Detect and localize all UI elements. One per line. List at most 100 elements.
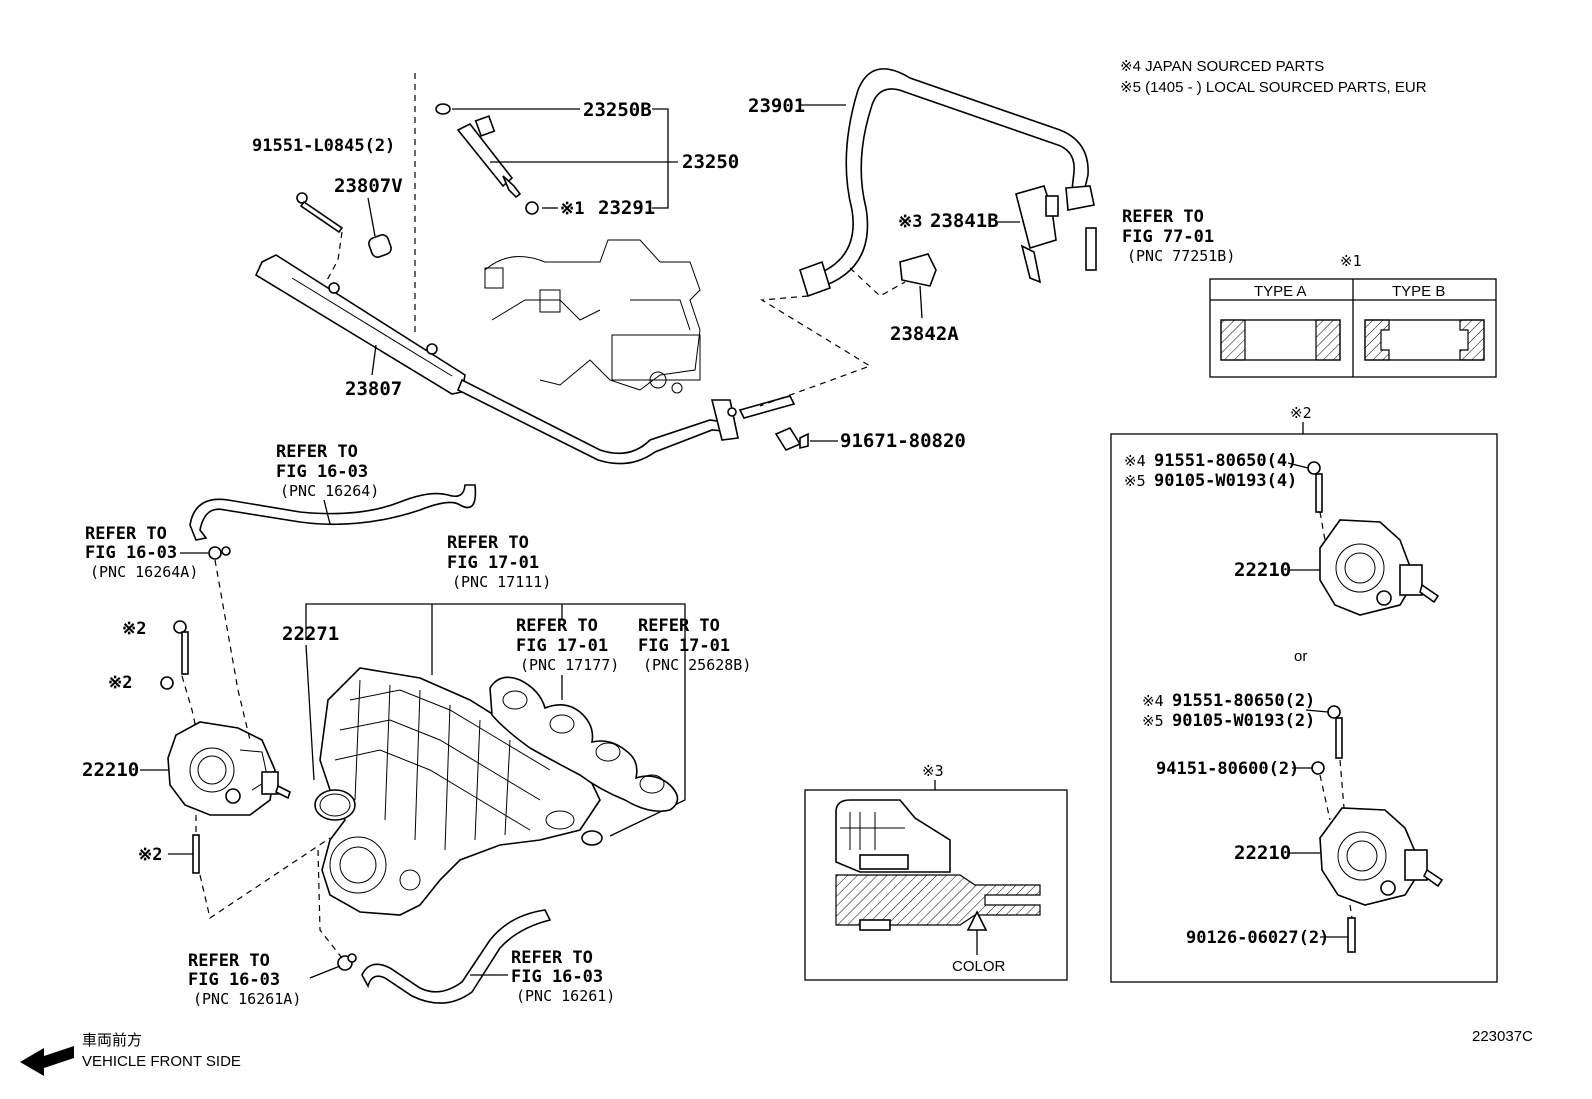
bolt2-pn5: 90105-W0193(2) <box>1172 711 1315 731</box>
label-91671-80820: 91671-80820 <box>840 430 966 452</box>
ref-17111-line2: FIG 17-01 <box>447 553 539 573</box>
injector-icon <box>456 115 522 199</box>
bottom-hose-icon <box>361 909 552 1004</box>
throttle-bolt-upper-icon <box>1307 461 1323 513</box>
ref-16261-line1: REFER TO <box>511 948 593 968</box>
ref-17177-line2: FIG 17-01 <box>516 636 608 656</box>
or-label: or <box>1294 648 1307 665</box>
ref-17177-line3: (PNC 17177) <box>520 656 619 674</box>
label-23842a: 23842A <box>890 323 959 345</box>
hose-clip-icon <box>208 546 231 560</box>
ref-16264a-line3: (PNC 16264A) <box>90 563 198 581</box>
ref-17111-line3: (PNC 17111) <box>452 573 551 591</box>
ref-16264-line2: FIG 16-03 <box>276 462 368 482</box>
ref-16261a-line3: (PNC 16261A) <box>193 990 301 1008</box>
throttle-body-left-icon <box>167 721 291 816</box>
manifold-gasket-icon <box>489 676 679 813</box>
type-a-label: TYPE A <box>1254 283 1307 300</box>
ref-17111-line1: REFER TO <box>447 533 529 553</box>
ref-16261-line3: (PNC 16261) <box>516 987 615 1005</box>
type-box: ※1 TYPE A TYPE B <box>1209 252 1497 378</box>
fuel-rail-icon <box>254 254 796 465</box>
label-mark2-bolt: ※2 <box>122 619 146 639</box>
gasket-ring-icon <box>314 789 356 821</box>
nut-pn: 94151-80600(2) <box>1156 759 1299 779</box>
bolt-91671-icon <box>774 426 809 452</box>
ref-fig77-line1: REFER TO <box>1122 207 1204 227</box>
ref-25628b-line2: FIG 17-01 <box>638 636 730 656</box>
water-hose-icon <box>189 484 477 541</box>
diagram-code: 223037C <box>1472 1028 1533 1045</box>
grommet-icon <box>525 201 539 215</box>
bolt1-pn4: 91551-80650(4) <box>1154 451 1297 471</box>
label-mark2-nut: ※2 <box>108 673 132 693</box>
ref-16261a-line1: REFER TO <box>188 951 270 971</box>
ref-fig77-line3: (PNC 77251B) <box>1127 247 1235 265</box>
label-23250b: 23250B <box>583 99 652 121</box>
throttle-body1-label: 22210 <box>1234 559 1291 581</box>
stud-icon <box>192 834 200 874</box>
type-b-label: TYPE B <box>1392 283 1445 300</box>
label-23250: 23250 <box>682 151 739 173</box>
fuel-hose-icon <box>799 68 1097 298</box>
label-91551-l0845: 91551-L0845(2) <box>252 136 395 156</box>
bolt1-mark5: ※5 <box>1124 472 1146 490</box>
label-23291: 23291 <box>598 197 655 219</box>
connector-icon <box>1015 185 1059 284</box>
vehicle-front-jp: 車両前方 <box>82 1032 142 1049</box>
color-box-mark: ※3 <box>922 762 944 780</box>
fuel-injector-group: 23250B 23250 ※1 23291 <box>435 99 739 219</box>
label-23807: 23807 <box>345 378 402 400</box>
ref-16261-line2: FIG 16-03 <box>511 967 603 987</box>
bolt2-pn4: 91551-80650(2) <box>1172 691 1315 711</box>
label-23807v: 23807V <box>334 175 403 197</box>
ref-25628b-line1: REFER TO <box>638 616 720 636</box>
label-23901: 23901 <box>748 95 805 117</box>
throttle-body2-label: 22210 <box>1234 842 1291 864</box>
stud-lower-icon <box>1347 917 1356 953</box>
stud-pn: 90126-06027(2) <box>1186 928 1329 948</box>
bolt1-pn5: 90105-W0193(4) <box>1154 471 1297 491</box>
type-box-mark: ※1 <box>1340 252 1362 270</box>
note-japan-sourced: ※4 JAPAN SOURCED PARTS <box>1120 58 1324 75</box>
bottom-clip-icon <box>337 953 357 971</box>
ref-25628b-line3: (PNC 25628B) <box>643 656 751 674</box>
label-mark1: ※1 <box>560 199 584 219</box>
engine-block-outline <box>484 239 701 394</box>
label-mark3: ※3 <box>898 212 922 232</box>
ref-16261a-line2: FIG 16-03 <box>188 970 280 990</box>
ref-16264a-line1: REFER TO <box>85 524 167 544</box>
nut-lower-icon <box>1311 761 1325 775</box>
label-22210-left: 22210 <box>82 759 139 781</box>
throttle-body-lower-icon <box>1319 807 1444 906</box>
ref-16264-line3: (PNC 16264) <box>280 482 379 500</box>
o-ring-icon <box>435 103 451 115</box>
throttle-body-upper-icon <box>1319 519 1440 616</box>
color-label: COLOR <box>952 958 1006 975</box>
label-22271: 22271 <box>282 623 339 645</box>
throttle-variants-box: ※2 ※4 91551-80650(4) ※5 90105-W0193(4) 2… <box>1110 404 1498 983</box>
bolt1-mark4: ※4 <box>1124 452 1146 470</box>
o-ring-small-icon <box>581 830 603 846</box>
throttle-bolt-icon <box>173 620 189 675</box>
note-local-sourced: ※5 (1405 - ) LOCAL SOURCED PARTS, EUR <box>1120 79 1427 96</box>
nut-icon <box>160 676 174 690</box>
color-box: ※3 COLOR <box>804 762 1068 981</box>
vehicle-front-en: VEHICLE FRONT SIDE <box>82 1053 241 1070</box>
clip-icon <box>899 253 937 287</box>
bolt-icon <box>296 192 344 234</box>
throttle-bolt-lower-icon <box>1327 705 1343 759</box>
ref-fig77-line2: FIG 77-01 <box>1122 227 1214 247</box>
bolt2-mark4: ※4 <box>1142 692 1164 710</box>
bolt2-mark5: ※5 <box>1142 712 1164 730</box>
vehicle-front-indicator: 車両前方 VEHICLE FRONT SIDE <box>20 1032 241 1076</box>
ref-16264a-line2: FIG 16-03 <box>85 543 177 563</box>
label-mark2-stud: ※2 <box>138 845 162 865</box>
ref-17177-line1: REFER TO <box>516 616 598 636</box>
front-arrow-icon <box>20 1046 74 1076</box>
ref-16264-line1: REFER TO <box>276 442 358 462</box>
spacer-icon <box>368 234 392 258</box>
label-23841b: 23841B <box>930 210 999 232</box>
throttle-box-mark: ※2 <box>1290 404 1312 422</box>
